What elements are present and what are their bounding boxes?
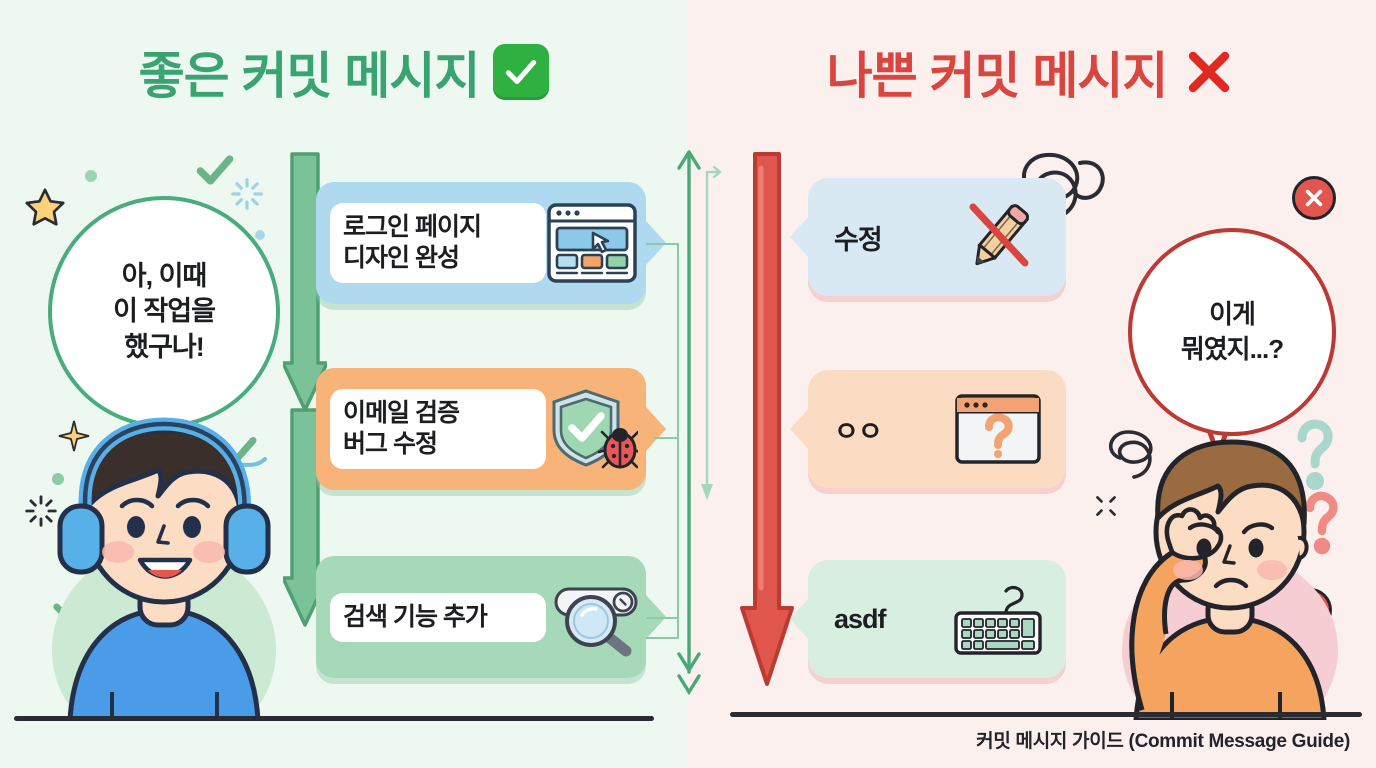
green-timeline-up-arrow — [676, 148, 702, 700]
good-commit-card-3-text: 검색 기능 추가 — [330, 592, 546, 642]
keyboard-icon — [942, 579, 1054, 659]
question-mark-decoration-icon — [1290, 418, 1340, 497]
burst-decoration-icon — [22, 492, 60, 535]
red-x-mark-icon — [1181, 44, 1237, 100]
left-title-text: 좋은 커밋 메시지 — [138, 48, 481, 104]
happy-thought-bubble: 아, 이때 이 작업을 했구나! — [48, 196, 280, 428]
burst-decoration-icon — [1090, 490, 1122, 527]
bad-commit-card-1[interactable]: 수정 — [808, 178, 1066, 296]
question-mark-window-icon — [942, 392, 1054, 466]
bad-commit-card-2-text: ㅇㅇ — [834, 416, 883, 447]
faded-green-down-arrow — [700, 160, 726, 520]
dot-decoration-icon — [85, 170, 97, 182]
burst-decoration-icon — [228, 175, 266, 218]
dot-decoration-icon — [52, 473, 64, 485]
browser-design-mockup-icon — [546, 202, 638, 284]
dot-decoration-icon — [255, 230, 265, 240]
bad-commit-card-3[interactable]: asdf — [808, 560, 1066, 678]
search-magnifier-icon — [546, 577, 642, 657]
footer-caption: 커밋 메시지 가이드 (Commit Message Guide) — [976, 731, 1350, 752]
circle-x-decoration-icon — [1292, 176, 1336, 220]
scribble-decoration-icon — [1098, 424, 1184, 489]
right-title-text: 나쁜 커밋 메시지 — [826, 48, 1169, 104]
check-decoration-icon — [193, 148, 237, 197]
confused-thought-bubble: 이게 뭐였지...? — [1128, 228, 1336, 436]
happy-thought-text: 아, 이때 이 작업을 했구나! — [113, 260, 216, 362]
good-commit-card-2-text: 이메일 검증 버그 수정 — [330, 389, 546, 469]
good-commit-card-1-text: 로그인 페이지 디자인 완성 — [330, 203, 546, 283]
happy-developer-character — [12, 400, 312, 755]
good-cards-connector-lines — [644, 148, 704, 704]
left-ground-line — [14, 716, 654, 721]
red-down-arrow — [740, 148, 794, 692]
right-panel-title: 나쁜 커밋 메시지 — [688, 36, 1376, 108]
confused-thought-text: 이게 뭐였지...? — [1180, 299, 1284, 364]
crossed-out-pencil-icon — [942, 197, 1054, 277]
good-commit-card-3[interactable]: 검색 기능 추가 — [316, 556, 646, 678]
right-ground-line — [730, 712, 1362, 717]
bad-commit-card-1-text: 수정 — [834, 224, 883, 255]
bad-commit-card-2[interactable]: ㅇㅇ — [808, 370, 1066, 488]
star-decoration-icon — [22, 185, 68, 236]
good-commit-card-2[interactable]: 이메일 검증 버그 수정 — [316, 368, 646, 490]
question-mark-decoration-icon — [1300, 490, 1344, 561]
green-check-badge-icon — [493, 44, 550, 100]
left-panel-title: 좋은 커밋 메시지 — [0, 36, 688, 108]
good-commit-card-1[interactable]: 로그인 페이지 디자인 완성 — [316, 182, 646, 304]
bad-commit-card-3-text: asdf — [834, 603, 887, 634]
shield-check-bug-icon — [546, 386, 638, 472]
sparkle-decoration-icon — [56, 418, 92, 459]
confused-developer-character — [1080, 420, 1376, 748]
